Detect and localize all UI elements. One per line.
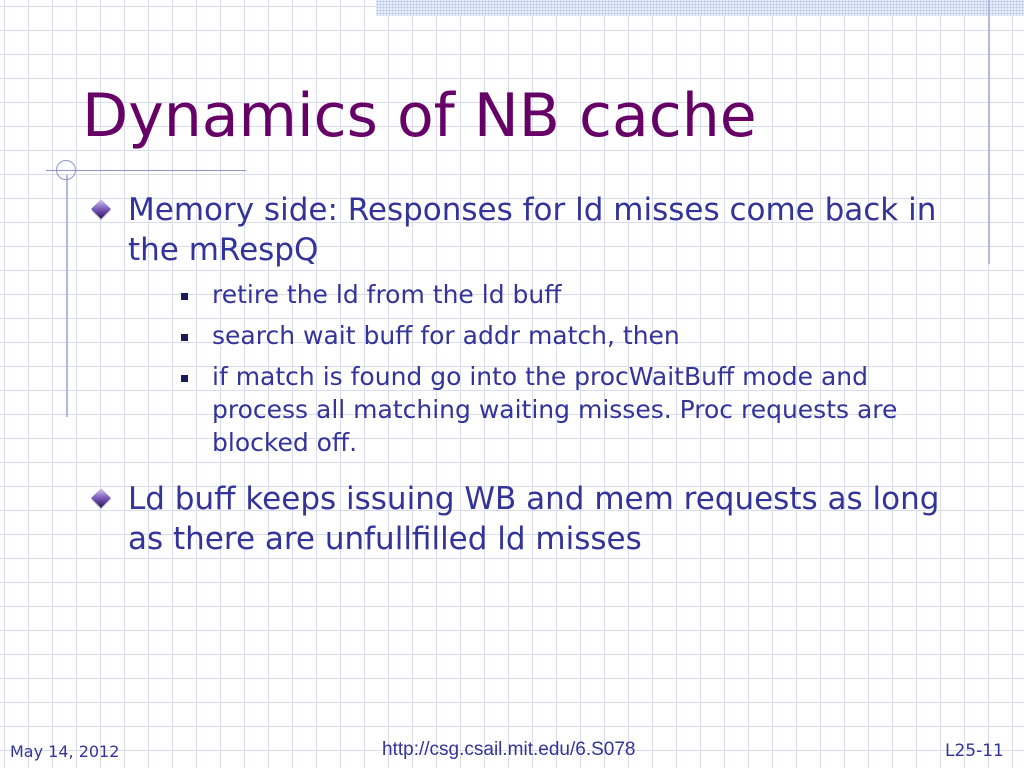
sub-bullet-list: retire the ld from the ld buff search wa… (128, 278, 948, 459)
sub-bullet-retire: retire the ld from the ld buff (128, 278, 948, 311)
bullet-text: Ld buff keeps issuing WB and mem request… (128, 481, 940, 557)
footer-url[interactable]: http://csg.csail.mit.edu/6.S078 (382, 739, 636, 760)
sub-bullet-text: retire the ld from the ld buff (212, 280, 562, 309)
diamond-bullet-icon (91, 488, 111, 508)
square-bullet-icon (181, 334, 188, 341)
footer-date: May 14, 2012 (10, 742, 120, 761)
crosshair-decor-icon (56, 160, 76, 180)
bullet-memory-side: Memory side: Responses for ld misses com… (88, 190, 948, 459)
square-bullet-icon (181, 293, 188, 300)
left-decor-line (66, 175, 68, 417)
bullet-text: Memory side: Responses for ld misses com… (128, 192, 937, 268)
top-decor-band (376, 0, 1024, 16)
slide-title: Dynamics of NB cache (82, 81, 757, 151)
slide-number: L25-11 (945, 741, 1004, 761)
bullet-ld-buff: Ld buff keeps issuing WB and mem request… (88, 479, 948, 559)
sub-bullet-text: search wait buff for addr match, then (212, 321, 680, 350)
diamond-bullet-icon (91, 199, 111, 219)
sub-bullet-search: search wait buff for addr match, then (128, 319, 948, 352)
sub-bullet-text: if match is found go into the procWaitBu… (212, 362, 898, 457)
slide-body: Memory side: Responses for ld misses com… (88, 190, 948, 559)
title-underline (46, 170, 246, 171)
square-bullet-icon (181, 375, 188, 382)
right-decor-line (988, 0, 990, 264)
sub-bullet-match: if match is found go into the procWaitBu… (128, 360, 948, 459)
